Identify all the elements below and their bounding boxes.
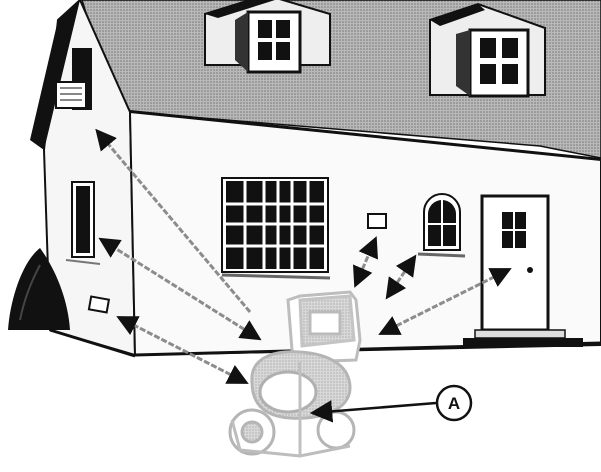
side-window xyxy=(66,182,100,264)
front-wall-vent xyxy=(368,214,386,228)
callout-a: A xyxy=(437,386,471,420)
side-wall-vent xyxy=(89,297,109,313)
dormer-window-left xyxy=(205,0,330,72)
callout-label: A xyxy=(448,394,460,413)
front-window xyxy=(222,178,330,278)
arched-window xyxy=(418,194,465,256)
